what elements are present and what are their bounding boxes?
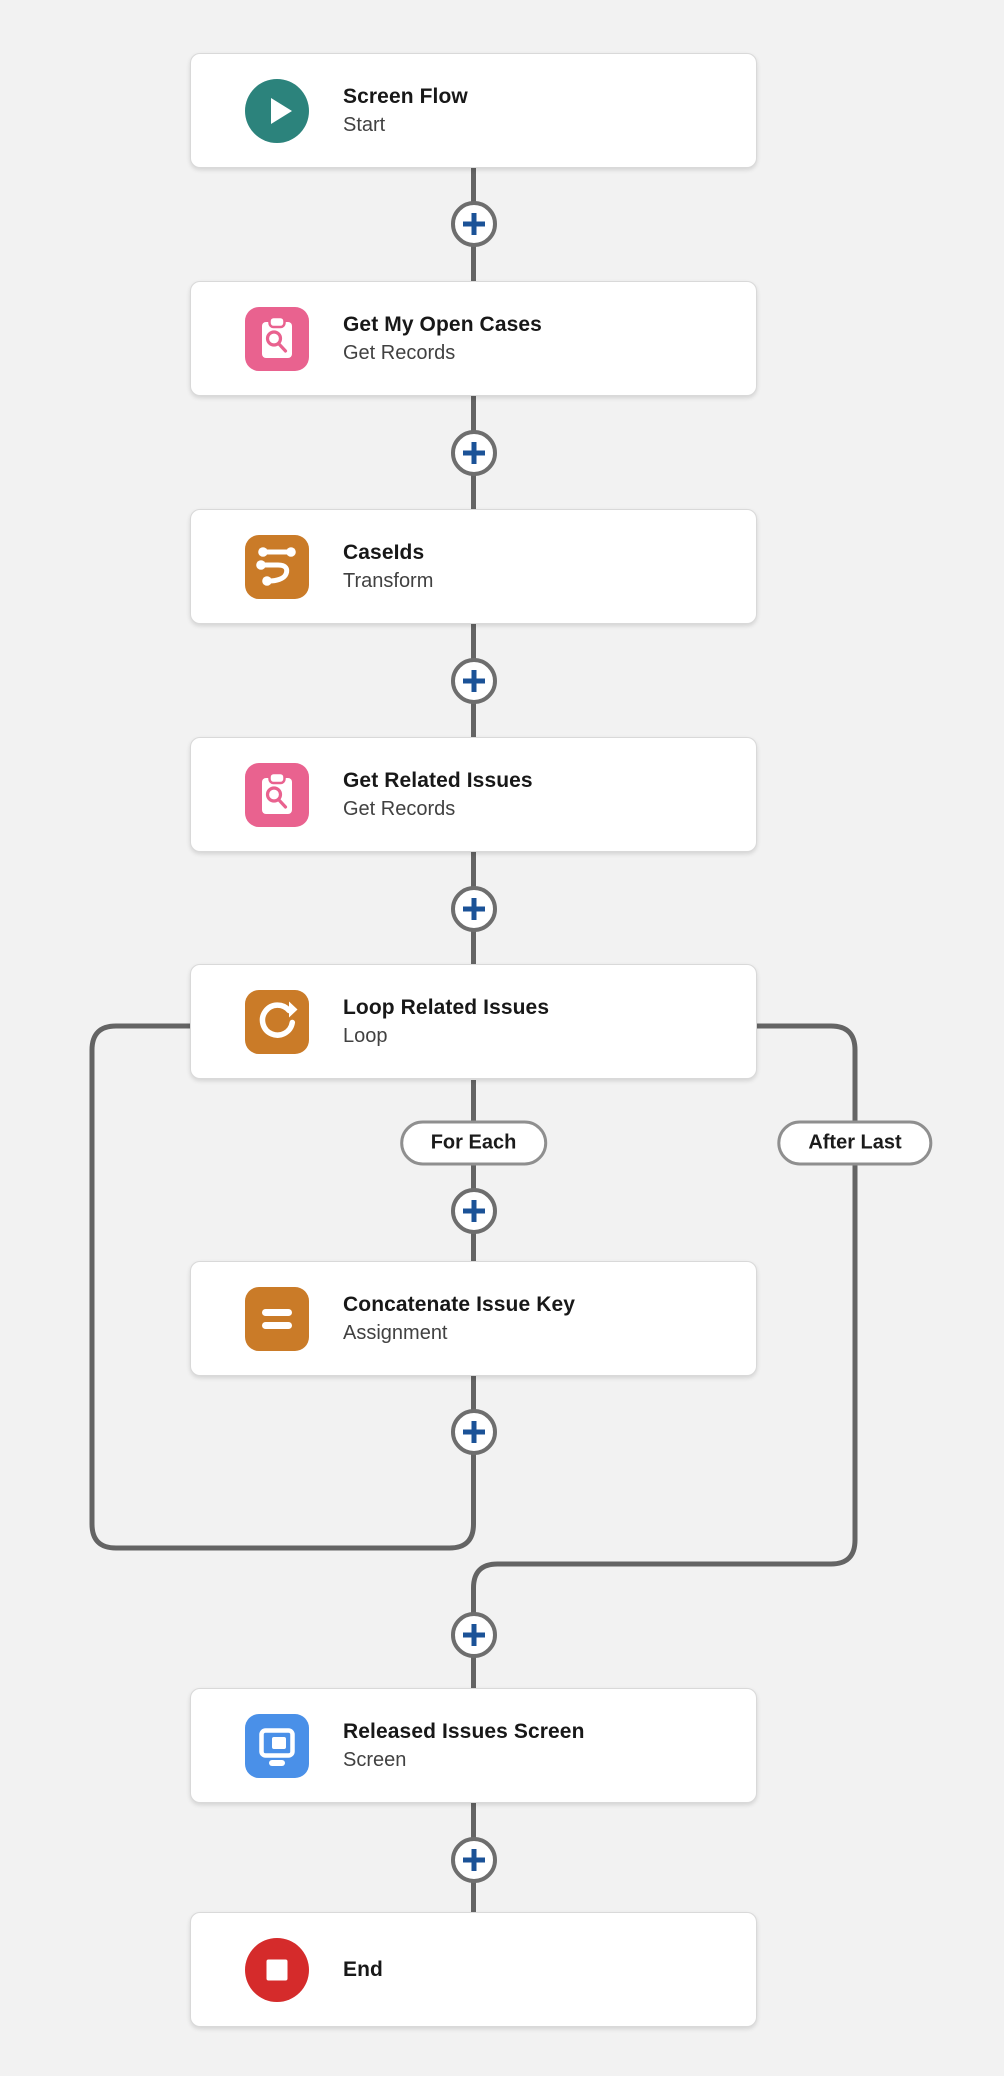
node-title: Loop Related Issues	[343, 995, 550, 1019]
branch-label-for-each: For Each	[399, 1120, 548, 1166]
add-element-button[interactable]	[450, 1188, 497, 1234]
node-concatenate-issue-key[interactable]: Concatenate Issue Key Assignment	[190, 1261, 757, 1376]
branch-label-after-last: After Last	[777, 1120, 933, 1166]
add-element-button[interactable]	[450, 1409, 497, 1455]
node-title: End	[343, 1957, 383, 1981]
get-records-icon	[245, 306, 309, 371]
add-element-button[interactable]	[450, 658, 497, 704]
assignment-icon	[245, 1286, 309, 1351]
branch-label-text: For Each	[430, 1131, 517, 1154]
branch-label-text: After Last	[808, 1131, 902, 1154]
node-subtitle: Get Records	[343, 342, 456, 365]
node-caseids[interactable]: CaseIds Transform	[190, 509, 757, 624]
add-element-button[interactable]	[450, 1837, 497, 1883]
node-released-issues-screen[interactable]: Released Issues Screen Screen	[190, 1688, 757, 1803]
node-subtitle: Transform	[343, 570, 434, 593]
node-title: CaseIds	[343, 540, 425, 564]
node-title: Get Related Issues	[343, 768, 533, 792]
add-element-button[interactable]	[450, 430, 497, 476]
node-title: Released Issues Screen	[343, 1719, 585, 1743]
screen-icon	[245, 1713, 309, 1778]
node-get-related-issues[interactable]: Get Related Issues Get Records	[190, 737, 757, 852]
node-get-my-open-cases[interactable]: Get My Open Cases Get Records	[190, 281, 757, 396]
node-subtitle: Start	[343, 114, 386, 137]
node-screen-flow-start[interactable]: Screen Flow Start	[190, 53, 757, 168]
node-subtitle: Get Records	[343, 798, 456, 821]
play-icon	[245, 78, 309, 143]
node-title: Get My Open Cases	[343, 312, 542, 336]
loop-icon	[245, 989, 309, 1054]
add-element-button[interactable]	[450, 1612, 497, 1658]
add-element-button[interactable]	[450, 886, 497, 932]
node-subtitle: Assignment	[343, 1322, 448, 1345]
add-element-button[interactable]	[450, 201, 497, 247]
stop-icon	[245, 1937, 309, 2002]
node-title: Concatenate Issue Key	[343, 1292, 576, 1316]
node-subtitle: Loop	[343, 1025, 388, 1048]
node-subtitle: Screen	[343, 1749, 407, 1772]
transform-icon	[245, 534, 309, 599]
get-records-icon	[245, 762, 309, 827]
node-end[interactable]: End	[190, 1912, 757, 2027]
node-loop-related-issues[interactable]: Loop Related Issues Loop	[190, 964, 757, 1079]
node-title: Screen Flow	[343, 84, 468, 108]
